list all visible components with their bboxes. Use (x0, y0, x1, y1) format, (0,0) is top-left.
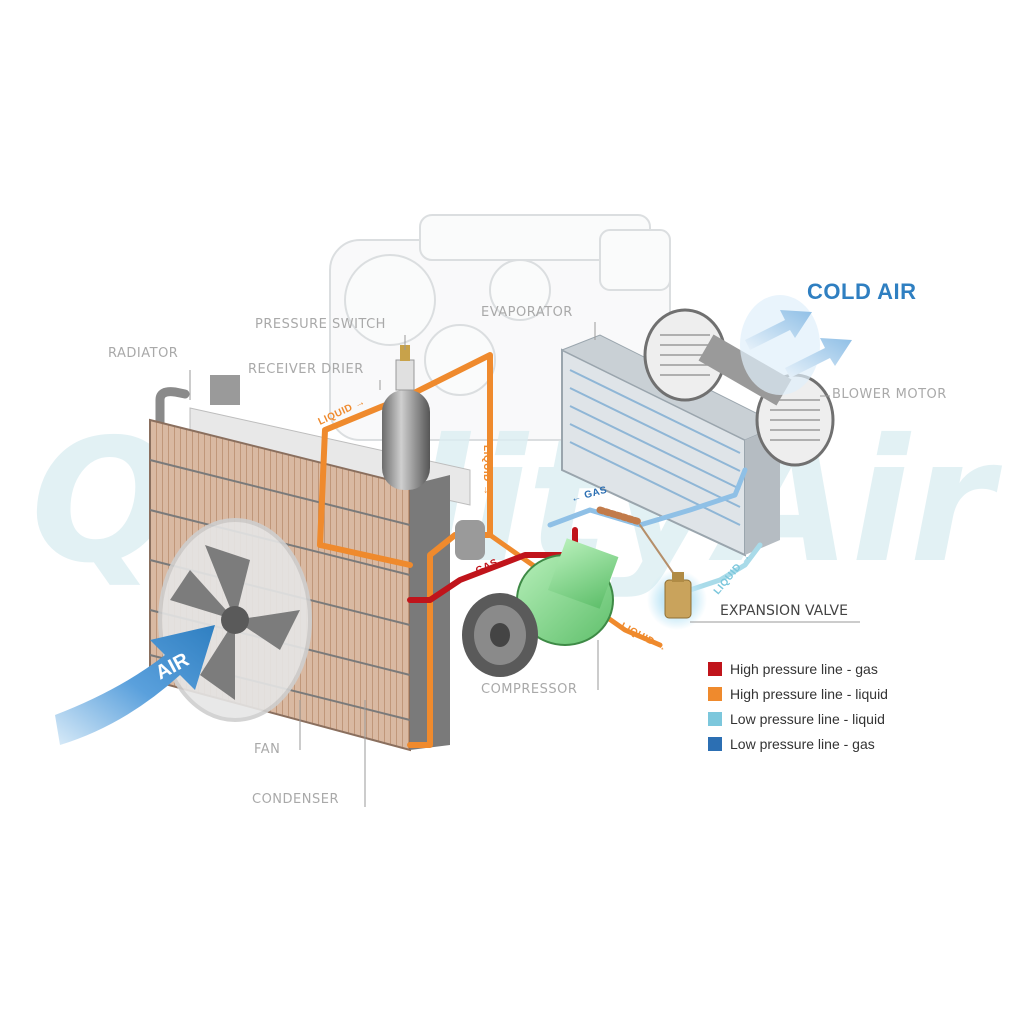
label-fan: FAN (254, 742, 281, 757)
legend-item-high-liquid: High pressure line - liquid (708, 681, 888, 706)
cold-air-arrows (740, 295, 852, 395)
label-expansion-valve: EXPANSION VALVE (720, 603, 848, 619)
legend-label: High pressure line - liquid (730, 685, 888, 702)
legend-label: High pressure line - gas (730, 660, 878, 677)
svg-text:LIQUID →: LIQUID → (619, 621, 669, 655)
leader-lines (189, 322, 860, 807)
legend-item-low-liquid: Low pressure line - liquid (708, 706, 888, 731)
legend: High pressure line - gas High pressure l… (708, 656, 888, 756)
expansion-valve-illustration (647, 570, 707, 630)
legend-swatch (708, 711, 722, 726)
label-cold-air: COLD AIR (807, 279, 917, 304)
low-pressure-liquid-line (687, 542, 763, 593)
receiver-drier-illustration (382, 345, 430, 490)
label-radiator: RADIATOR (108, 346, 179, 361)
label-pressure-switch: PRESSURE SWITCH (255, 317, 386, 332)
legend-label: Low pressure line - gas (730, 735, 875, 752)
low-pressure-gas-line (547, 467, 748, 528)
high-pressure-liquid-line (317, 352, 493, 748)
label-evaporator: EVAPORATOR (481, 305, 573, 320)
legend-item-low-gas: Low pressure line - gas (708, 731, 888, 756)
fan-illustration (158, 518, 312, 722)
svg-text:LIQUID →: LIQUID → (481, 445, 492, 496)
legend-label: Low pressure line - liquid (730, 710, 885, 727)
legend-swatch (708, 736, 722, 751)
legend-item-high-gas: High pressure line - gas (708, 656, 888, 681)
air-arrow (55, 625, 215, 745)
legend-swatch (708, 686, 722, 701)
legend-swatch (708, 661, 722, 676)
compressor-illustration (455, 520, 619, 677)
label-condenser: CONDENSER (252, 792, 339, 807)
label-blower-motor: BLOWER MOTOR (832, 387, 947, 402)
label-compressor: COMPRESSOR (481, 682, 578, 697)
label-receiver-drier: RECEIVER DRIER (248, 362, 364, 377)
